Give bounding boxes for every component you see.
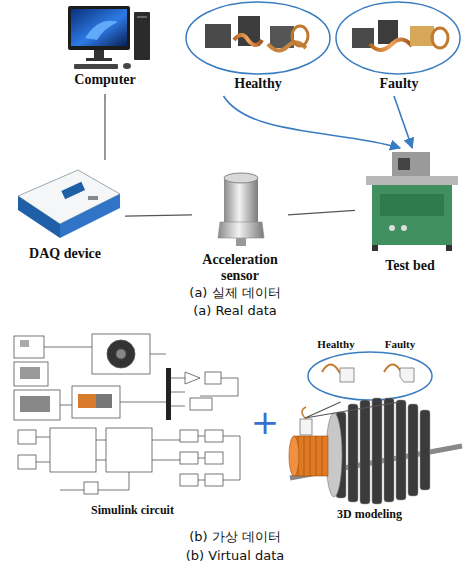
node-label: Faulty	[372, 338, 428, 351]
acceleration-sensor-icon	[218, 173, 264, 246]
brush-faulty	[352, 20, 448, 50]
arrow-connector	[224, 96, 401, 148]
node-label: Acceleration sensor	[194, 252, 286, 284]
node-label: Test bed	[355, 258, 465, 274]
caption-text: (b) Virtual data	[85, 549, 385, 563]
daq-device-icon	[18, 170, 120, 238]
device-node: Acceleration sensor	[192, 172, 288, 288]
node-label: 3D modeling	[272, 508, 467, 522]
device-node: Computer	[55, 2, 155, 94]
node-label: DAQ device	[5, 246, 125, 262]
line-connector	[104, 94, 105, 160]
caption-text: (a) Real data	[85, 304, 385, 318]
callout-ellipse	[308, 352, 432, 400]
callout-ellipse	[336, 2, 460, 74]
brush-healthy	[205, 16, 308, 51]
node-label: Healthy	[183, 76, 333, 92]
device-node: DAQ device	[5, 160, 125, 268]
sample-node: Healthy Faulty	[300, 326, 440, 402]
rotor-model	[289, 398, 462, 504]
node-label: Faulty	[336, 76, 462, 92]
arrow-connector	[394, 96, 412, 148]
caption-text: (b) 가상 데이터	[85, 530, 385, 544]
callout-ellipse	[186, 2, 330, 74]
sample-node: Healthy	[183, 0, 333, 96]
computer-icon	[68, 6, 150, 69]
plus-sign: +	[250, 404, 280, 441]
node-label: Simulink circuit	[10, 504, 255, 518]
line-connector	[125, 215, 192, 216]
model-node: 3D modeling	[272, 418, 467, 526]
caption-text: (a) 실제 데이터	[85, 286, 385, 300]
sample-node: Faulty	[336, 0, 462, 96]
brush-models	[322, 364, 414, 382]
test-bed-icon	[366, 152, 458, 251]
simulation-node: Simulink circuit	[10, 328, 255, 524]
simulink-circuit	[14, 334, 240, 494]
node-label: Healthy	[308, 338, 364, 351]
line-connector	[288, 210, 355, 215]
node-label: Computer	[55, 72, 155, 88]
line-connector	[305, 402, 399, 418]
device-node: Test bed	[355, 148, 465, 278]
